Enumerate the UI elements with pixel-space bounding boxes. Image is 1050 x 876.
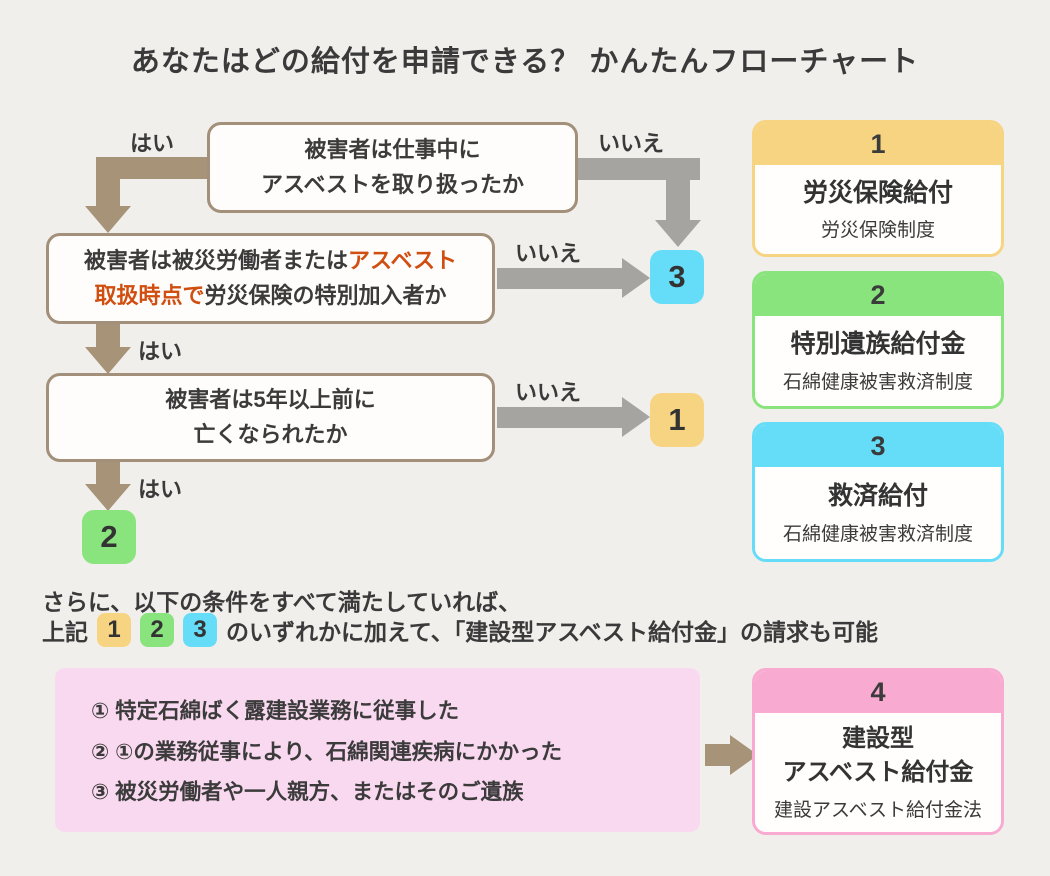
flow-result-badge-2: 2 [82, 510, 136, 564]
inline-badge-3: 3 [183, 613, 217, 647]
additional-line-prefix: 上記 [42, 619, 88, 645]
benefit-card-3-number: 3 [755, 425, 1001, 467]
q1-yes-arrowhead-icon [85, 206, 131, 233]
benefit-card-1-name: 労災保険給付 [802, 178, 953, 207]
question-1-line1: 被害者は仕事中に [304, 137, 481, 163]
q3-no-label: いいえ [515, 380, 582, 405]
question-box-2: 被害者は被災労働者またはアスベスト 取扱時点で労災保険の特別加入者か [46, 233, 495, 324]
q3-no-arrow-shaft [497, 407, 623, 428]
benefit-card-1-scheme: 労災保険制度 [820, 220, 935, 242]
q2-yes-arrow-shaft [96, 324, 120, 349]
q1-yes-label: はい [130, 131, 175, 156]
question-2-line1: 被害者は被災労働者またはアスベスト [84, 244, 457, 278]
question-2-line1-black: 被害者は被災労働者または [84, 248, 349, 274]
benefit-card-2-scheme: 石綿健康被害救済制度 [782, 371, 973, 393]
inline-badge-2: 2 [140, 613, 174, 647]
q1-no-arrowhead-icon [655, 220, 701, 247]
page-title: あなたはどの給付を申請できる？ かんたんフローチャート [130, 46, 920, 78]
question-2-line1-highlight: アスベスト [348, 248, 457, 274]
benefit-card-4-number: 4 [755, 671, 1001, 713]
benefit-card-3: 3 救済給付 石綿健康被害救済制度 [752, 422, 1004, 562]
benefit-card-1-number: 1 [755, 123, 1001, 165]
benefit-card-4: 4 建設型 アスベスト給付金 建設アスベスト給付金法 [752, 668, 1004, 835]
benefit-card-3-name: 救済給付 [827, 482, 928, 511]
benefit-card-1: 1 労災保険給付 労災保険制度 [752, 120, 1004, 257]
benefit-card-4-name-line1: 建設型 [842, 725, 914, 753]
q1-no-label: いいえ [598, 131, 665, 156]
condition-item-1: ① 特定石綿ばく露建設業務に従事した [91, 699, 460, 723]
panel-to-card4-arrow-shaft [705, 744, 732, 766]
condition-item-2: ② ①の業務従事により、石綿関連疾病にかかった [91, 739, 563, 764]
benefit-card-2-number: 2 [755, 274, 1001, 316]
q2-yes-label: はい [138, 339, 183, 364]
q3-yes-label: はい [138, 477, 183, 502]
additional-badges-line: 上記 1 2 3 のいずれかに加えて、「建設型アスベスト給付金」の請求も可能 [42, 613, 878, 647]
q1-yes-arrow-shaft-h [96, 157, 207, 179]
q2-no-label: いいえ [515, 241, 582, 266]
benefit-card-3-scheme: 石綿健康被害救済制度 [782, 523, 973, 545]
q1-yes-arrow-shaft-v [96, 157, 120, 208]
q1-no-arrow-shaft-v [666, 158, 690, 222]
additional-intro-line: さらに、以下の条件をすべて満たしていれば、 [42, 589, 522, 615]
benefit-card-2: 2 特別遺族給付金 石綿健康被害救済制度 [752, 271, 1004, 409]
condition-item-3: ③ 被災労働者や一人親方、またはそのご遺族 [91, 780, 524, 804]
q2-no-arrowhead-icon [622, 258, 650, 298]
q2-yes-arrowhead-icon [85, 347, 131, 374]
flow-result-badge-1: 1 [650, 393, 704, 447]
question-3-line2: 亡くなられたか [193, 421, 348, 447]
inline-badge-1: 1 [97, 613, 131, 647]
q3-yes-arrow-shaft [96, 462, 120, 486]
benefit-card-4-name-line2: アスベスト給付金 [782, 758, 974, 786]
benefit-card-4-scheme: 建設アスベスト給付金法 [773, 799, 983, 821]
q2-no-arrow-shaft [497, 268, 623, 289]
flow-result-badge-3: 3 [650, 250, 704, 304]
question-1-line2: アスベストを取り扱ったか [261, 171, 524, 197]
question-3-line1: 被害者は5年以上前に [165, 387, 376, 413]
q3-yes-arrowhead-icon [85, 484, 131, 511]
question-box-1: 被害者は仕事中に アスベストを取り扱ったか [207, 122, 578, 213]
additional-line-suffix: のいずれかに加えて、「建設型アスベスト給付金」の請求も可能 [226, 619, 879, 645]
question-2-line2-black: 労災保険の特別加入者か [204, 282, 447, 308]
benefit-card-2-name: 特別遺族給付金 [790, 330, 966, 359]
question-2-line2: 取扱時点で労災保険の特別加入者か [94, 279, 446, 313]
question-2-line2-highlight: 取扱時点で [94, 282, 205, 308]
q3-no-arrowhead-icon [622, 397, 650, 437]
question-box-3: 被害者は5年以上前に 亡くなられたか [46, 373, 495, 462]
conditions-panel: ① 特定石綿ばく露建設業務に従事した ② ①の業務従事により、石綿関連疾病にかか… [55, 668, 700, 832]
